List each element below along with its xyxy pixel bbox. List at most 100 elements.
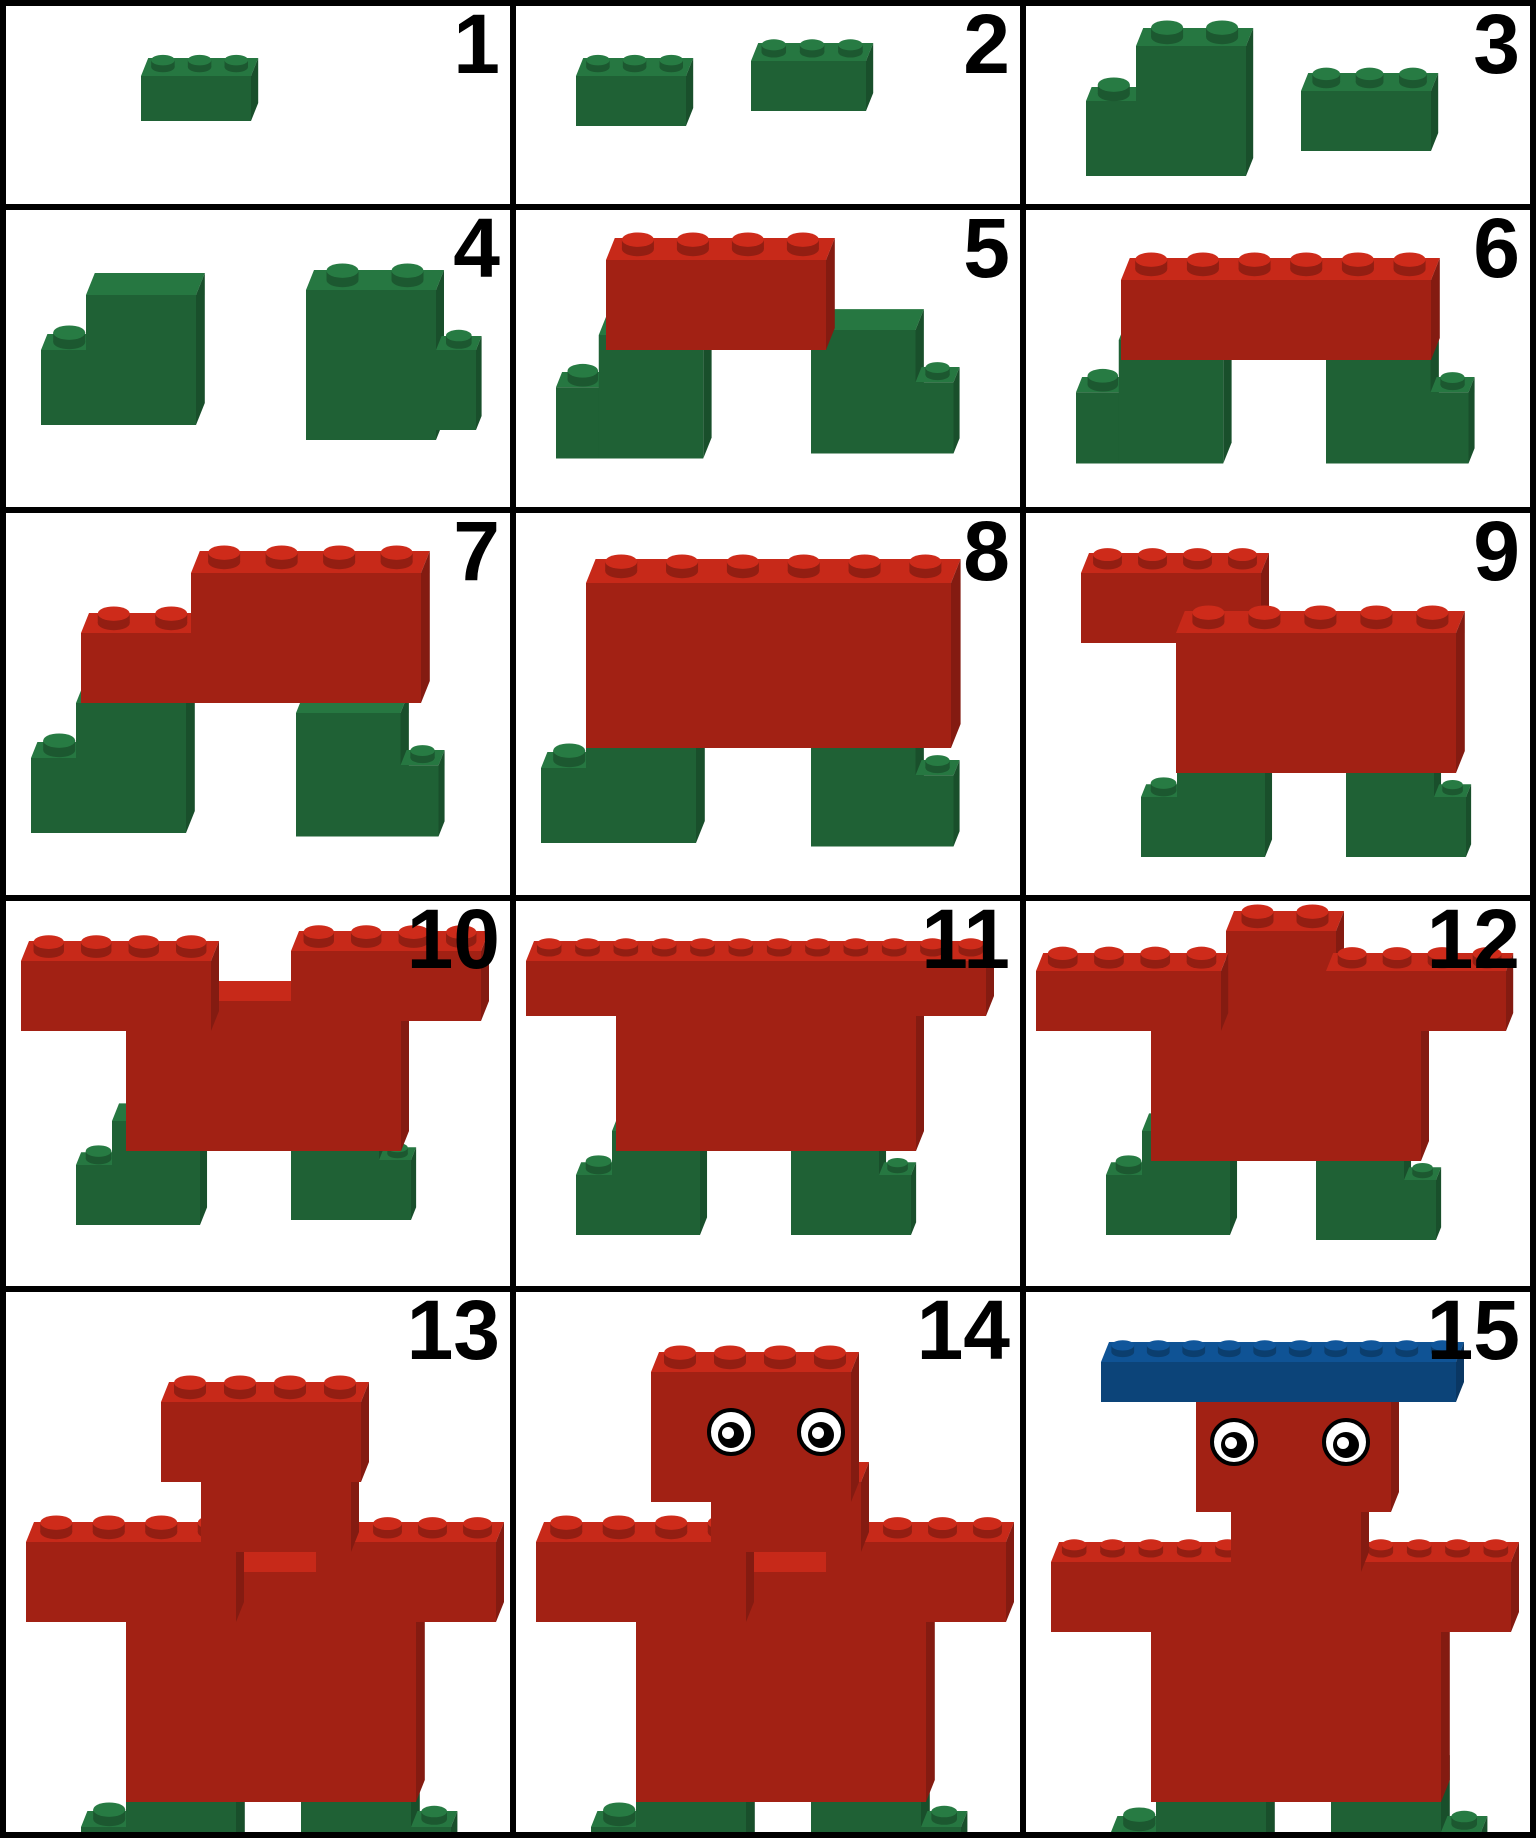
stud — [928, 1517, 957, 1538]
stud — [655, 1515, 687, 1539]
leg-foot-right — [1434, 780, 1471, 857]
step-number: 5 — [963, 210, 1010, 290]
stud — [1338, 947, 1367, 968]
stud — [1248, 605, 1280, 629]
stud — [1239, 252, 1271, 276]
stud — [1289, 1340, 1312, 1357]
stud — [1151, 20, 1183, 44]
stud — [925, 755, 949, 773]
stud — [623, 55, 646, 72]
stud — [767, 938, 792, 956]
stud — [1304, 605, 1336, 629]
stud — [729, 938, 754, 956]
step-number: 14 — [917, 1292, 1010, 1372]
step-9-illustration — [1026, 513, 1530, 895]
stud — [421, 1806, 447, 1825]
step-panel-9: 9 — [1026, 513, 1530, 895]
leg-foot-right — [916, 755, 960, 846]
stud — [1116, 1155, 1142, 1174]
stud — [909, 554, 941, 578]
stud — [129, 935, 159, 958]
step-number: 9 — [1473, 513, 1520, 593]
brick — [161, 1375, 369, 1482]
brick — [436, 330, 482, 430]
stud — [1394, 252, 1426, 276]
stud — [40, 1515, 72, 1539]
stud — [463, 1517, 492, 1538]
stud — [764, 1345, 796, 1369]
stud — [1187, 947, 1217, 969]
leg-foot-right — [879, 1158, 916, 1235]
leg-foot-right — [401, 745, 445, 836]
stud — [605, 554, 637, 578]
stud — [1151, 777, 1177, 796]
stud — [1094, 947, 1124, 969]
step-panel-7: 7 — [6, 513, 510, 895]
stud — [1324, 1340, 1347, 1357]
stud — [1445, 1539, 1470, 1557]
stud — [1369, 1539, 1394, 1557]
step-panel-10: 10 — [6, 901, 510, 1286]
stud — [537, 938, 562, 956]
eye-icon — [709, 1410, 753, 1454]
stud — [381, 545, 413, 569]
brick — [1136, 20, 1253, 176]
brick — [1176, 605, 1465, 773]
brick — [751, 39, 873, 111]
brick — [1301, 68, 1438, 151]
stud — [1290, 252, 1322, 276]
stud — [1138, 548, 1167, 569]
stud — [225, 55, 248, 72]
stud — [614, 938, 639, 956]
stud — [1228, 548, 1257, 569]
step-number: 6 — [1473, 210, 1520, 290]
stud — [1484, 1539, 1509, 1557]
stud — [849, 554, 881, 578]
stud — [1407, 1539, 1432, 1557]
stud — [304, 925, 334, 948]
stud — [677, 232, 709, 256]
stud — [1182, 1340, 1205, 1357]
stud — [603, 1802, 635, 1826]
step-panel-2: 2 — [516, 6, 1020, 204]
stud — [1123, 1807, 1155, 1831]
step-5-illustration — [516, 210, 1020, 507]
stud — [188, 55, 211, 72]
leg-left — [86, 273, 205, 425]
stud — [1206, 20, 1238, 44]
stud — [351, 925, 381, 948]
stud — [1187, 252, 1219, 276]
step-2-illustration — [516, 6, 1020, 204]
stud — [660, 55, 683, 72]
stud — [151, 55, 174, 72]
stud — [800, 39, 825, 57]
stud — [174, 1375, 206, 1399]
brick — [191, 545, 430, 703]
step-number: 12 — [1427, 901, 1520, 981]
leg-foot-right — [1431, 372, 1475, 463]
stud — [1360, 605, 1392, 629]
stud — [882, 938, 907, 956]
stud — [553, 743, 585, 767]
stud — [714, 1345, 746, 1369]
stud — [1147, 1340, 1170, 1357]
brick — [1121, 252, 1440, 360]
step-8-illustration — [516, 513, 1020, 895]
stud — [664, 1345, 696, 1369]
step-number: 15 — [1427, 1292, 1520, 1372]
step-panel-6: 6 — [1026, 210, 1530, 507]
stud — [34, 935, 64, 958]
stud — [931, 1806, 957, 1825]
stud — [1048, 947, 1078, 969]
step-6-illustration — [1026, 210, 1530, 507]
stud — [1412, 1163, 1432, 1178]
brick — [1036, 947, 1228, 1031]
step-panel-15: 15 — [1026, 1292, 1530, 1832]
stud — [176, 935, 206, 958]
step-number: 1 — [453, 6, 500, 86]
step-number: 3 — [1473, 6, 1520, 86]
step-panel-14: 14 — [516, 1292, 1020, 1832]
stud — [887, 1158, 907, 1173]
stud — [81, 935, 111, 958]
